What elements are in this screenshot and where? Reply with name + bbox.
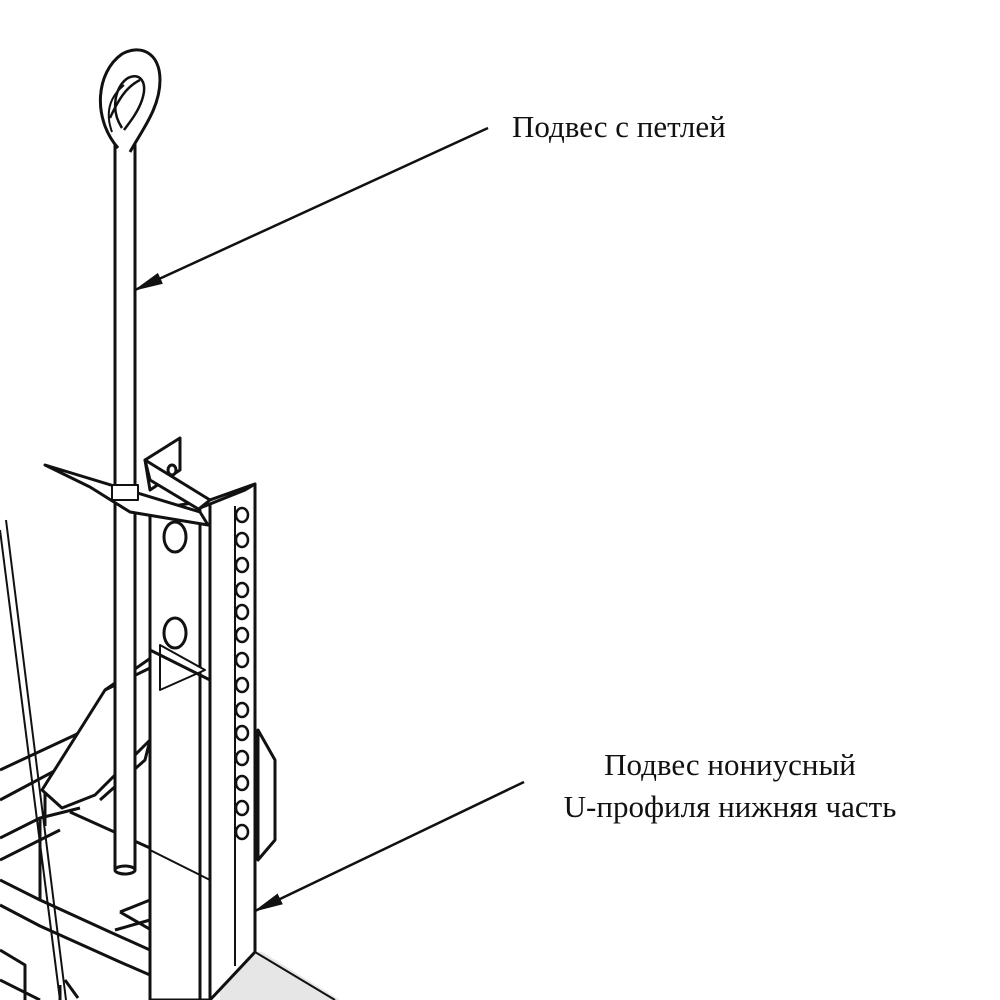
leader-arrow-nonius-hanger (253, 780, 525, 913)
support-cable-left (0, 519, 67, 1000)
label-nonius-line1: Подвес нониусный (604, 747, 856, 782)
label-nonius-line2: U-профиля нижняя часть (563, 789, 897, 824)
plate-holes (162, 463, 188, 650)
leader-arrow-loop-hanger (133, 126, 489, 292)
u-profile-hanger-plate (143, 436, 277, 1000)
ceiling-u-profile-frame (0, 714, 221, 1000)
label-loop-hanger: Подвес с петлей (512, 109, 726, 144)
nonius-hole-column (234, 506, 250, 841)
label-nonius-hanger: Подвес нониусный U-профиля нижняя часть (528, 744, 932, 828)
loop-hanger-rod (43, 48, 210, 876)
floor-slab (220, 948, 340, 1000)
